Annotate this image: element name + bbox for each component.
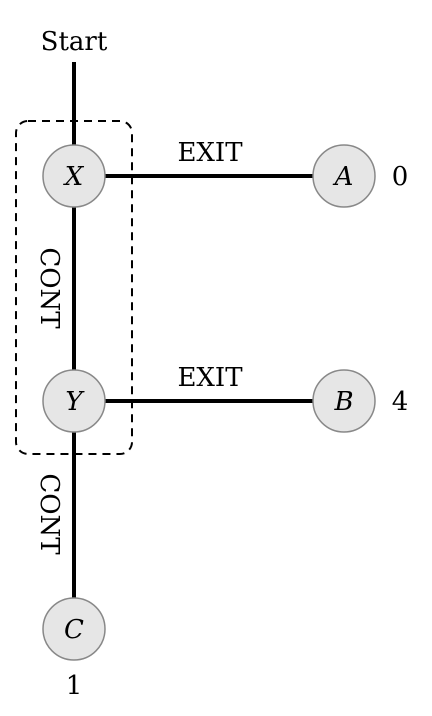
node-x-circle: [42, 144, 106, 208]
edge-label-y-to-c: CONT: [34, 473, 64, 555]
edge-label-x-to-y: CONT: [34, 247, 64, 329]
node-c-label: C: [64, 615, 84, 645]
edge-label-y-to-b: EXIT: [177, 363, 243, 393]
start-label: Start: [41, 27, 108, 57]
node-c-circle: [42, 597, 106, 661]
node-y-label: Y: [65, 387, 85, 417]
node-b-value: 4: [392, 387, 409, 417]
node-c-value: 1: [66, 671, 83, 701]
node-x: X: [42, 144, 106, 208]
node-y-circle: [42, 369, 106, 433]
node-b: B: [312, 369, 376, 433]
node-a-label: A: [333, 162, 354, 192]
node-b-label: B: [333, 387, 353, 417]
node-b-circle: [312, 369, 376, 433]
node-y: Y: [42, 369, 106, 433]
node-a: A: [312, 144, 376, 208]
node-a-circle: [312, 144, 376, 208]
node-a-value: 0: [392, 162, 409, 192]
node-c: C: [42, 597, 106, 661]
xy-group-box: [15, 120, 133, 455]
node-x-label: X: [63, 162, 85, 192]
edge-label-x-to-a: EXIT: [177, 138, 243, 168]
